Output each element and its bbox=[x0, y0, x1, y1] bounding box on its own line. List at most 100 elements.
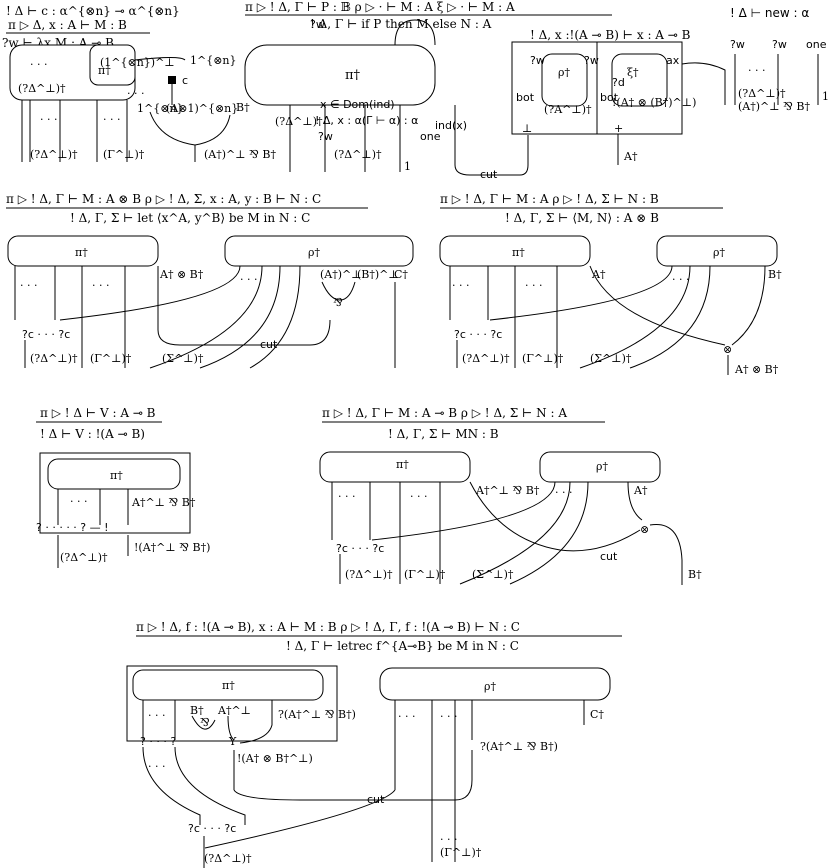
w-if: ?w bbox=[310, 18, 325, 31]
app-a-dag: A† bbox=[633, 484, 648, 497]
letrec-a-par-b2: ?(A†^⊥ ⅋ B†) bbox=[480, 740, 558, 753]
letrec-par: ⅋ bbox=[200, 716, 210, 729]
pair-dots1: · · · bbox=[452, 279, 469, 292]
letrec-dots5: · · · bbox=[440, 833, 457, 846]
box-pi-if bbox=[244, 44, 436, 106]
pair-pi: π† bbox=[512, 246, 525, 259]
app-dots1: · · · bbox=[338, 490, 355, 503]
letrec-dots3: · · · bbox=[398, 710, 415, 723]
let-dots3: · · · bbox=[240, 273, 257, 286]
letrec-gamma: (Γ^⊥)† bbox=[440, 846, 482, 859]
letrec-a-perp-wire bbox=[227, 715, 235, 741]
a-perp-b-if: !(A† ⊗ (B†)^⊥) bbox=[612, 96, 696, 109]
letrec-c-dag: C† bbox=[590, 708, 604, 721]
lift-dots: · · · bbox=[70, 495, 87, 508]
one-ind: one bbox=[420, 130, 441, 143]
letrec-rho-box bbox=[379, 667, 611, 701]
letrec-dots1: · · · bbox=[148, 709, 165, 722]
new-rule: ! Δ ⊢ new : α bbox=[730, 6, 809, 20]
let-section: π ▷ ! Δ, Γ ⊢ M : A ⊗ B ρ ▷ ! Δ, Σ, x : A… bbox=[6, 192, 414, 369]
w-rho2: ?w bbox=[584, 54, 599, 67]
let-dots2: · · · bbox=[92, 279, 109, 292]
dots-new: · · · bbox=[748, 64, 765, 77]
d-if: ?d bbox=[612, 76, 625, 89]
let-w6 bbox=[149, 265, 263, 369]
pair-b-wire bbox=[731, 265, 766, 346]
wire-par-top bbox=[149, 111, 231, 146]
app-cut: cut bbox=[600, 550, 618, 563]
lift-section: π ▷ ! Δ ⊢ V : A ⊸ B ! Δ ⊢ V : !(A ⊸ B) π… bbox=[36, 406, 210, 568]
a-par-b-new: (A†)^⊥ ⅋ B† bbox=[738, 100, 810, 113]
delta-abs: (?Δ^⊥)† bbox=[18, 82, 66, 95]
dots-abs: · · · bbox=[30, 58, 47, 71]
c-label: c bbox=[182, 74, 188, 87]
let-premise: π ▷ ! Δ, Γ ⊢ M : A ⊗ B ρ ▷ ! Δ, Σ, x : A… bbox=[6, 192, 321, 206]
let-par-arcs bbox=[321, 281, 356, 301]
lift-boxline: ? · · · · · ? — ! bbox=[36, 521, 109, 534]
let-w7 bbox=[199, 265, 281, 369]
let-a-perp: (A†)^⊥ bbox=[320, 268, 362, 281]
wire-cut-top bbox=[454, 105, 529, 176]
letrec-rho: ρ† bbox=[484, 680, 496, 693]
letrec-w9 bbox=[204, 789, 396, 849]
pair-w6 bbox=[579, 265, 691, 369]
bot-if: bot bbox=[516, 91, 535, 104]
gamma-bottom: (Γ^⊥)† bbox=[103, 148, 145, 161]
let-gamma: (Γ^⊥)† bbox=[90, 352, 132, 365]
let-a-tens-b: A† ⊗ B† bbox=[159, 268, 204, 281]
let-par: ⅋ bbox=[333, 296, 343, 309]
let-rho: ρ† bbox=[308, 246, 320, 259]
letrec-w3 bbox=[142, 746, 201, 825]
app-w5 bbox=[371, 481, 556, 541]
pair-contr: ?c · · · ?c bbox=[454, 328, 502, 341]
w-new2: ?w bbox=[772, 38, 787, 51]
a-dag-if: A† bbox=[623, 150, 638, 163]
app-a-wire bbox=[627, 481, 643, 521]
pi-abs: π† bbox=[98, 64, 111, 77]
letrec-box-frame bbox=[126, 665, 338, 742]
pair-w7 bbox=[629, 265, 711, 369]
let-c-dag: C† bbox=[394, 268, 408, 281]
app-tensor: ⊗ bbox=[640, 523, 649, 536]
loop-if bbox=[394, 19, 436, 46]
ind-x: ind(x) bbox=[435, 119, 467, 132]
pair-a-wire bbox=[589, 265, 726, 346]
one-label-new: 1 bbox=[822, 90, 829, 103]
lift-a-par-b: A†^⊥ ⅋ B† bbox=[131, 496, 196, 509]
letrec-b-dag: B† bbox=[190, 704, 204, 717]
app-b-dag: B† bbox=[688, 568, 702, 581]
pair-sigma: (Σ^⊥)† bbox=[590, 352, 632, 365]
app-gamma: (Γ^⊥)† bbox=[404, 568, 446, 581]
a-perp-if: (?A^⊥)† bbox=[544, 103, 592, 116]
lift-pi-box bbox=[47, 458, 181, 490]
w-new: ?w bbox=[730, 38, 745, 51]
box-inner-abs bbox=[89, 44, 136, 86]
pair-rho: ρ† bbox=[713, 246, 725, 259]
xi-if: ξ† bbox=[627, 66, 639, 79]
letrec-apar-wire bbox=[239, 700, 273, 744]
one-label: 1 bbox=[404, 160, 411, 173]
a-par-b-top: (A†)^⊥ ⅋ B† bbox=[204, 148, 276, 161]
pair-dots2: · · · bbox=[525, 279, 542, 292]
pair-tensor: ⊗ bbox=[723, 343, 732, 356]
delta-if: (?Δ^⊥)† bbox=[275, 115, 323, 128]
dots-lower: · · · bbox=[40, 113, 57, 126]
letrec-dots2: · · · bbox=[148, 760, 165, 773]
app-delta: (?Δ^⊥)† bbox=[345, 568, 393, 581]
letrec-contr: ?c · · · ?c bbox=[188, 822, 236, 835]
let-sigma: (Σ^⊥)† bbox=[162, 352, 204, 365]
app-cut-wire bbox=[469, 481, 641, 552]
one-par: 1^{⊗n} bbox=[137, 102, 184, 115]
let-cut-wire bbox=[157, 266, 331, 346]
let-pi-box bbox=[7, 235, 159, 267]
app-pi: π† bbox=[396, 458, 409, 471]
app-section: π ▷ ! Δ, Γ ⊢ M : A ⊸ B ρ ▷ ! Δ, Σ ⊢ N : … bbox=[319, 406, 702, 585]
fix-rule: ! Δ, x :!(A ⊸ B) ⊢ x : A ⊸ B bbox=[530, 28, 691, 42]
let-dots1: · · · bbox=[20, 279, 37, 292]
lift-pi: π† bbox=[110, 469, 123, 482]
pair-w5 bbox=[489, 265, 673, 321]
let-pi: π† bbox=[75, 246, 88, 259]
abs-premise: π ▷ Δ, x : A ⊢ M : B bbox=[8, 18, 127, 32]
app-dots2: · · · bbox=[410, 490, 427, 503]
let-delta: (?Δ^⊥)† bbox=[30, 352, 78, 365]
